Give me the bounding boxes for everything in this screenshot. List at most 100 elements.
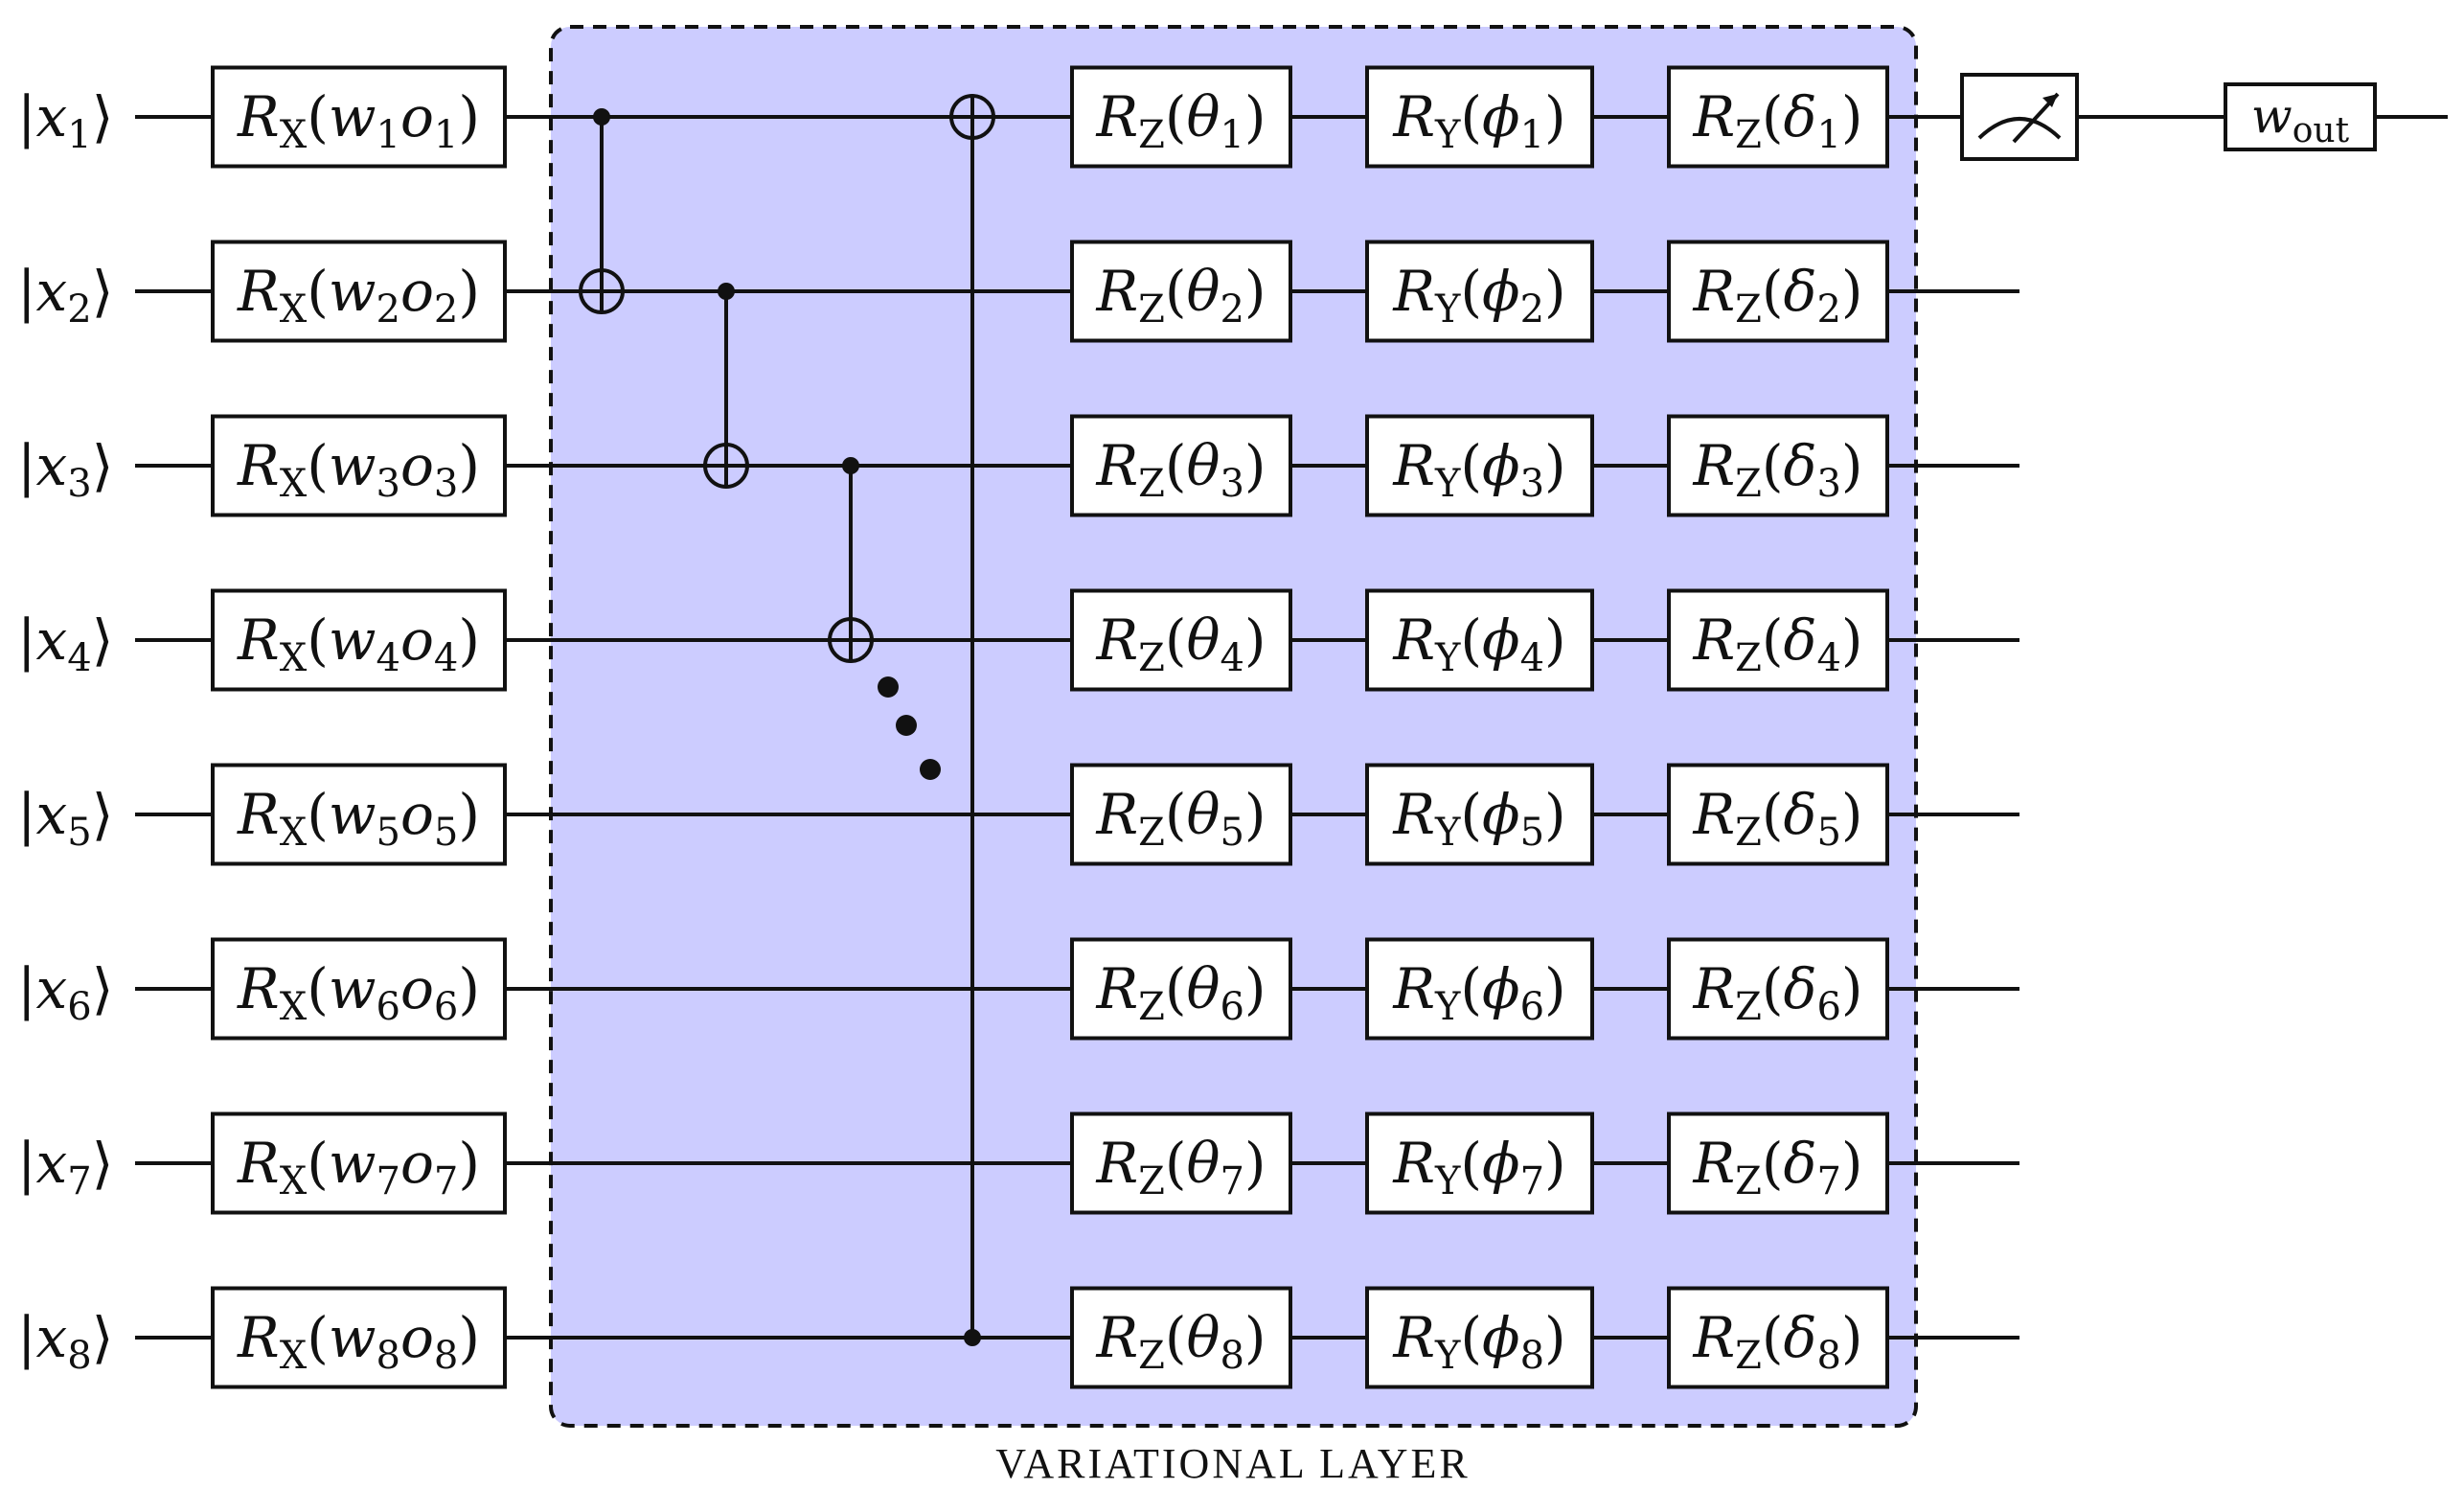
gate-label: RZ(δ8) (1692, 1305, 1862, 1378)
qubit-label: |x1⟩ (17, 84, 113, 157)
rotation-gate: RZ(δ1) (1667, 65, 1889, 169)
gate-box (1667, 1286, 1889, 1389)
gate-box (1365, 1286, 1594, 1389)
gate-box (1365, 937, 1594, 1041)
gate-box (1365, 414, 1594, 517)
output-weight-box (2224, 82, 2377, 151)
cnot-gate (703, 283, 749, 489)
gate-box (1667, 588, 1889, 692)
rotation-gate: RZ(θ2) (1070, 240, 1292, 343)
qubit-label: |x4⟩ (17, 607, 113, 680)
gate-box (1365, 588, 1594, 692)
ellipsis-dot (878, 676, 899, 698)
output-weight-label: wout (2251, 88, 2350, 150)
cnot-ellipsis (878, 676, 941, 780)
rotation-gate: RY(ϕ2) (1365, 240, 1594, 343)
measurement: wout (1960, 73, 2377, 161)
control-dot (718, 283, 735, 300)
rotation-gate: RX(w6o6) (211, 937, 507, 1041)
rotation-gate: RZ(θ6) (1070, 937, 1292, 1041)
rotation-gate: RX(w2o2) (211, 240, 507, 343)
gate-label: RZ(θ7) (1095, 1131, 1266, 1203)
rotation-gate: RZ(δ5) (1667, 763, 1889, 866)
qubit-label: |x5⟩ (17, 782, 113, 855)
rotation-gate: RY(ϕ7) (1365, 1111, 1594, 1215)
meter-arc (1977, 117, 2062, 140)
rotation-gate: RZ(θ4) (1070, 588, 1292, 692)
qubit-label: |x8⟩ (17, 1305, 113, 1378)
gate-label: RX(w4o4) (237, 607, 480, 680)
gate-label: RZ(δ6) (1692, 956, 1862, 1029)
cnot-gates (579, 94, 995, 1346)
variational-layer-box (549, 25, 1918, 1428)
rotation-gate: RX(w4o4) (211, 588, 507, 692)
gate-box (1667, 1111, 1889, 1215)
gate-label: RY(ϕ4) (1392, 607, 1565, 680)
control-dot (964, 1329, 981, 1346)
gate-label: RZ(θ1) (1095, 84, 1266, 157)
rotation-gate: RZ(δ2) (1667, 240, 1889, 343)
gate-label: RZ(δ2) (1692, 259, 1862, 332)
gate-label: RY(ϕ3) (1392, 433, 1565, 506)
gate-label: RY(ϕ5) (1392, 782, 1565, 855)
gate-label: RZ(θ3) (1095, 433, 1266, 506)
gate-label: RZ(δ5) (1692, 782, 1862, 855)
rotation-gate: RZ(θ8) (1070, 1286, 1292, 1389)
gate-box (211, 414, 507, 517)
rotation-gate: RZ(θ5) (1070, 763, 1292, 866)
gate-label: RX(w3o3) (237, 433, 480, 506)
gate-label: RZ(θ4) (1095, 607, 1266, 680)
gate-label: RZ(δ4) (1692, 607, 1862, 680)
rotation-gate: RY(ϕ6) (1365, 937, 1594, 1041)
rotation-gate: RZ(θ3) (1070, 414, 1292, 517)
cnot-gate (579, 108, 625, 314)
rotation-gate: RZ(δ4) (1667, 588, 1889, 692)
gate-label: RX(w8o8) (237, 1305, 480, 1378)
gate-label: RY(ϕ2) (1392, 259, 1565, 332)
ellipsis-dot (920, 759, 941, 780)
gate-label: RZ(θ5) (1095, 782, 1266, 855)
gate-box (1070, 763, 1292, 866)
rotation-gate: RZ(δ6) (1667, 937, 1889, 1041)
qubit-label: |x2⟩ (17, 259, 113, 332)
gate-box (1667, 65, 1889, 169)
cnot-gate (828, 457, 874, 663)
rotation-gate: RX(w5o5) (211, 763, 507, 866)
rotation-gate: RY(ϕ4) (1365, 588, 1594, 692)
gate-box (211, 65, 507, 169)
rotation-gate: RZ(θ1) (1070, 65, 1292, 169)
gate-box (1070, 65, 1292, 169)
gate-box (1070, 240, 1292, 343)
gate-label: RX(w5o5) (237, 782, 480, 855)
rotation-gate: RY(ϕ8) (1365, 1286, 1594, 1389)
gate-box (1070, 1286, 1292, 1389)
gate-box (1070, 414, 1292, 517)
rotation-gate: RX(w8o8) (211, 1286, 507, 1389)
gate-label: RY(ϕ1) (1392, 84, 1565, 157)
rotation-gate: RX(w3o3) (211, 414, 507, 517)
rotation-gates: RX(w1o1) RZ(θ1) RY(ϕ1) RZ(δ1) RX(w2o2) RZ(θ2)… (211, 65, 1889, 1389)
gate-box (211, 1286, 507, 1389)
gate-label: RX(w1o1) (237, 84, 480, 157)
gate-box (1070, 1111, 1292, 1215)
rotation-gate: RY(ϕ1) (1365, 65, 1594, 169)
qubit-labels: |x1⟩|x2⟩|x3⟩|x4⟩|x5⟩|x6⟩|x7⟩|x8⟩ (17, 84, 113, 1378)
gate-box (1365, 763, 1594, 866)
gate-box (1667, 240, 1889, 343)
rotation-gate: RZ(δ7) (1667, 1111, 1889, 1215)
gate-box (1365, 1111, 1594, 1215)
gate-box (211, 1111, 507, 1215)
control-dot (842, 457, 859, 474)
gate-label: RZ(θ6) (1095, 956, 1266, 1029)
control-dot (593, 108, 610, 126)
gate-box (211, 763, 507, 866)
rotation-gate: RY(ϕ5) (1365, 763, 1594, 866)
gate-label: RZ(δ7) (1692, 1131, 1862, 1203)
rotation-gate: RZ(δ8) (1667, 1286, 1889, 1389)
rotation-gate: RZ(δ3) (1667, 414, 1889, 517)
gate-box (211, 937, 507, 1041)
qubit-label: |x6⟩ (17, 956, 113, 1029)
gate-label: RZ(θ8) (1095, 1305, 1266, 1378)
gate-box (1667, 414, 1889, 517)
